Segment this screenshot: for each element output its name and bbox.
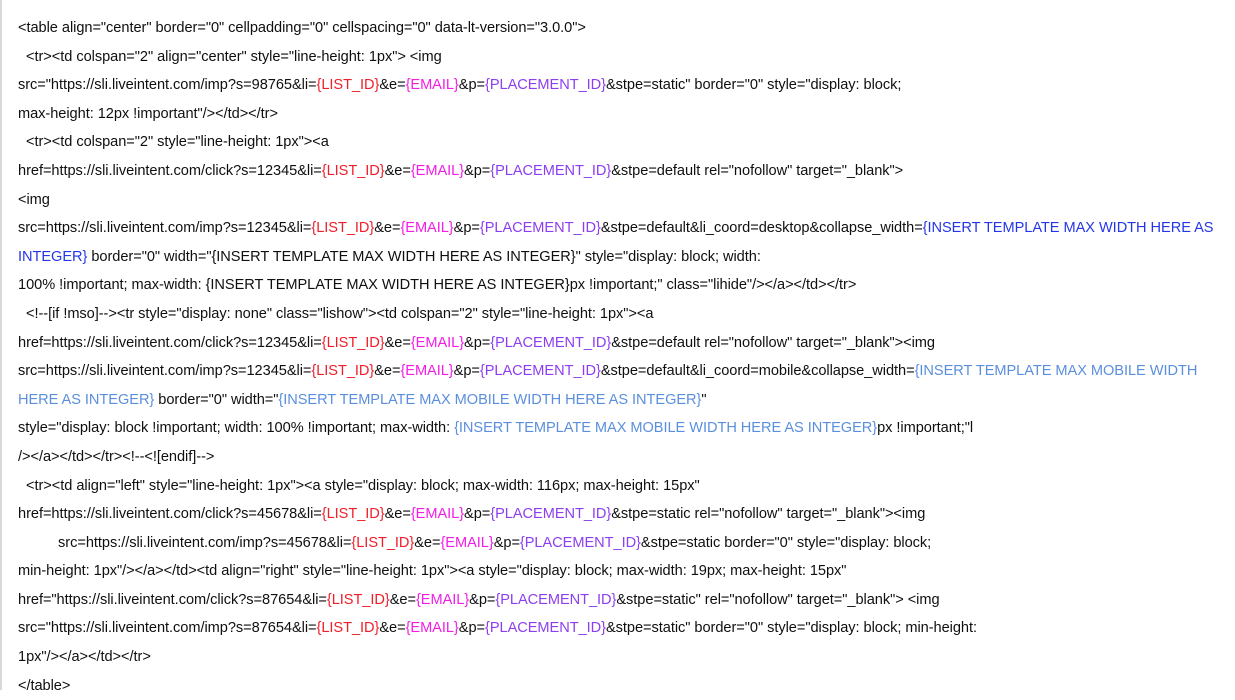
code-line: src="https://sli.liveintent.com/imp?s=87… — [18, 620, 978, 637]
token-placement-id: {PLACEMENT_ID} — [490, 162, 612, 179]
token-placement-id: {PLACEMENT_ID} — [485, 77, 606, 94]
code-line: </table> — [18, 677, 71, 694]
code-line: src=https://sli.liveintent.com/imp?s=123… — [18, 363, 1202, 408]
token-list-id: {LIST_ID} — [321, 162, 385, 179]
code-line: href=https://sli.liveintent.com/click?s=… — [18, 162, 904, 179]
html-code-block[interactable]: <table align="center" border="0" cellpad… — [18, 14, 1221, 700]
token-email: {EMAIL} — [405, 620, 459, 637]
token-list-id: {LIST_ID} — [351, 534, 415, 551]
token-list-id: {LIST_ID} — [316, 620, 380, 637]
token-max-width: {INSERT TEMPLATE MAX WIDTH HERE AS INTEG… — [18, 220, 1218, 265]
code-line: /></a></td></tr><!--<![endif]--> — [18, 448, 215, 465]
token-list-id: {LIST_ID} — [326, 591, 390, 608]
code-line: src="https://sli.liveintent.com/imp?s=98… — [18, 77, 902, 94]
token-list-id: {LIST_ID} — [311, 220, 375, 237]
token-email: {EMAIL} — [410, 506, 465, 523]
code-line: max-height: 12px !important"/></td></tr> — [18, 105, 278, 122]
code-line: <tr><td align="left" style="line-height:… — [18, 477, 700, 494]
token-email: {EMAIL} — [410, 162, 465, 179]
code-line: href=https://sli.liveintent.com/click?s=… — [18, 334, 935, 351]
token-email: {EMAIL} — [410, 334, 465, 351]
token-placement-id: {PLACEMENT_ID} — [479, 220, 601, 237]
code-line: href=https://sli.liveintent.com/click?s=… — [18, 506, 926, 523]
token-placement-id: {PLACEMENT_ID} — [490, 506, 612, 523]
code-line: min-height: 1px"/></a></td><td align="ri… — [18, 563, 847, 580]
code-line: src=https://sli.liveintent.com/imp?s=456… — [18, 534, 932, 551]
code-line: <tr><td colspan="2" style="line-height: … — [18, 134, 329, 151]
token-placement-id: {PLACEMENT_ID} — [495, 591, 617, 608]
token-email: {EMAIL} — [415, 591, 470, 608]
token-max-mobile-width: {INSERT TEMPLATE MAX MOBILE WIDTH HERE A… — [454, 420, 878, 437]
token-placement-id: {PLACEMENT_ID} — [519, 534, 641, 551]
code-line: <tr><td colspan="2" align="center" style… — [18, 48, 442, 65]
token-email: {EMAIL} — [405, 77, 459, 94]
token-list-id: {LIST_ID} — [311, 363, 375, 380]
token-max-mobile-width: {INSERT TEMPLATE MAX MOBILE WIDTH HERE A… — [18, 363, 1202, 408]
code-line: <table align="center" border="0" cellpad… — [18, 20, 586, 36]
token-placement-id: {PLACEMENT_ID} — [490, 334, 612, 351]
code-line: 1px"/></a></td></tr> — [18, 649, 151, 666]
token-placement-id: {PLACEMENT_ID} — [479, 363, 601, 380]
token-list-id: {LIST_ID} — [321, 334, 385, 351]
token-email: {EMAIL} — [440, 534, 494, 551]
token-list-id: {LIST_ID} — [316, 77, 380, 94]
token-list-id: {LIST_ID} — [321, 506, 385, 523]
token-placement-id: {PLACEMENT_ID} — [485, 620, 606, 637]
token-email: {EMAIL} — [400, 220, 454, 237]
code-line: style="display: block !important; width:… — [18, 420, 974, 437]
token-max-mobile-width: {INSERT TEMPLATE MAX MOBILE WIDTH HERE A… — [278, 391, 702, 408]
token-email: {EMAIL} — [400, 363, 454, 380]
code-line: 100% !important; max-width: {INSERT TEMP… — [18, 277, 857, 294]
code-line: <img — [18, 191, 50, 208]
code-line: href="https://sli.liveintent.com/click?s… — [18, 591, 940, 608]
code-line: src=https://sli.liveintent.com/imp?s=123… — [18, 220, 1218, 265]
code-line: <!--[if !mso]--><tr style="display: none… — [18, 305, 654, 322]
